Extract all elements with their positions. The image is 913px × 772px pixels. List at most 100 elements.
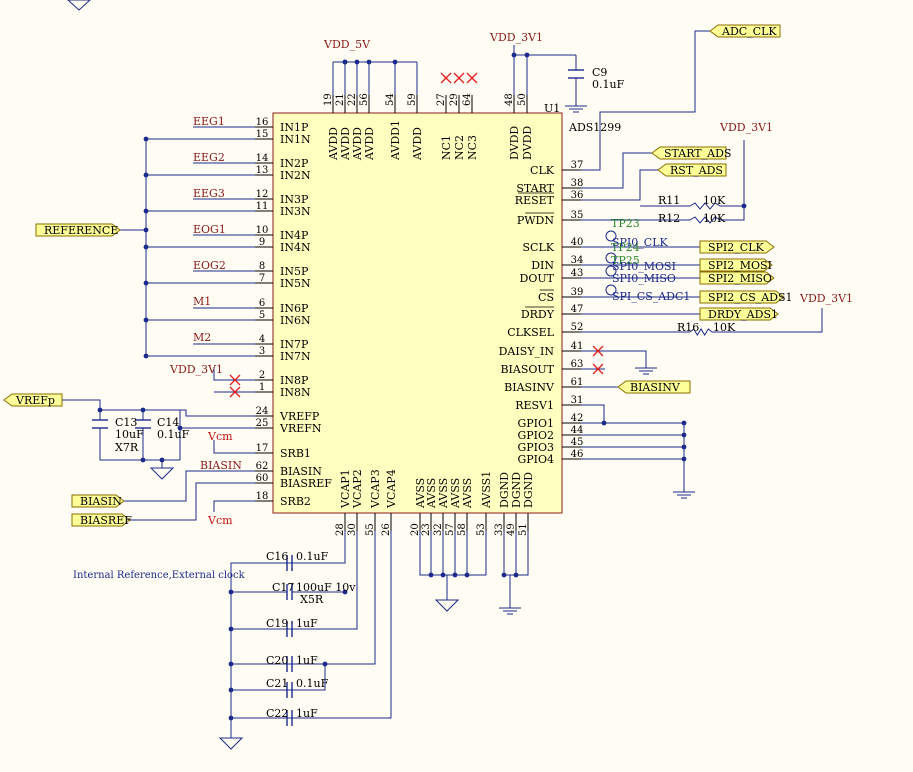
pin-name: VCAP4 xyxy=(385,469,398,509)
pin-number: 14 xyxy=(256,153,269,164)
pin-number: 63 xyxy=(571,359,584,370)
pin-name: IN3P xyxy=(280,193,309,206)
c17-ref: C17 xyxy=(272,581,294,594)
pin-number: 44 xyxy=(571,425,584,436)
pin-number: 2 xyxy=(259,370,265,381)
wire xyxy=(213,367,255,381)
wire xyxy=(419,531,467,576)
junction-dot xyxy=(601,420,607,426)
pin-name: DOUT xyxy=(520,272,555,285)
pin-name: BIASREF xyxy=(280,477,332,490)
testpoint-cs-icon xyxy=(605,284,617,296)
pin-name: IN5P xyxy=(280,265,309,278)
port-spi2-clk: SPI2_CLK xyxy=(699,240,775,254)
capacitor-c21-icon xyxy=(286,682,293,698)
junction-dot xyxy=(428,572,434,578)
pin-number: 10 xyxy=(256,225,269,236)
port-rst-ads: RST_ADS xyxy=(657,163,727,177)
pin-number: 17 xyxy=(256,443,269,454)
svg-text:ADC_CLK: ADC_CLK xyxy=(721,25,777,38)
svg-text:START_ADS: START_ADS xyxy=(664,147,731,160)
net-biasin: BIASIN xyxy=(200,459,242,472)
start-wire xyxy=(581,152,652,189)
pin-name: AVDD xyxy=(351,127,364,161)
pin-name: AVSS xyxy=(437,478,450,509)
pin-name: BIASIN xyxy=(280,465,322,478)
biasin-wire xyxy=(124,470,255,502)
pin-number: 13 xyxy=(256,165,269,176)
pin-number: 61 xyxy=(571,377,584,388)
junction-dot xyxy=(354,59,360,65)
ground-icon xyxy=(635,367,657,375)
junction-dot xyxy=(681,432,687,438)
pin-number: 20 xyxy=(410,523,421,536)
pin-number: 21 xyxy=(335,93,346,106)
pin-number: 19 xyxy=(323,93,334,106)
wires xyxy=(62,0,823,750)
junctions xyxy=(97,52,747,721)
capacitor-c20-icon xyxy=(286,656,293,672)
pin-name: AVDD xyxy=(339,127,352,161)
pin-number: 3 xyxy=(259,346,265,357)
testpoint-23-icon xyxy=(605,230,617,242)
pin-number: 49 xyxy=(506,523,517,536)
pin-number: 18 xyxy=(256,491,269,502)
testpoint-24-icon xyxy=(605,252,617,264)
junction-dot xyxy=(143,244,149,250)
tp24-label: TP24 xyxy=(611,241,640,254)
junction-dot xyxy=(681,444,687,450)
capacitor-c13-icon xyxy=(92,419,108,429)
pin-number: 37 xyxy=(571,160,584,171)
pin-name: AVDD xyxy=(363,127,376,161)
pin-name: GPIO1 xyxy=(517,417,554,430)
pin-number: 26 xyxy=(381,523,392,536)
resistor-r16-icon xyxy=(689,328,713,336)
tp-net-cs: SPI_CS_ADC1 xyxy=(612,290,690,303)
pin-number: 33 xyxy=(494,523,505,536)
c16-ref: C16 xyxy=(266,550,288,563)
junction-dot xyxy=(143,208,149,214)
wire xyxy=(720,140,745,221)
pin-name: SCLK xyxy=(523,241,555,254)
net-eog1: EOG1 xyxy=(193,223,226,236)
pin-name: IN1N xyxy=(280,133,311,146)
c19-ref: C19 xyxy=(266,617,288,630)
port-spi2-miso: SPI2_MISO xyxy=(699,271,775,285)
net-eeg1: EEG1 xyxy=(193,115,225,128)
biasref-wire xyxy=(130,482,255,521)
svg-text:SPI2_MOSI: SPI2_MOSI xyxy=(708,259,772,272)
pin-name: RESET xyxy=(515,194,555,207)
tp-net-clk: SPI0_CLK xyxy=(612,236,669,249)
port-reference: REFERENCE xyxy=(35,223,121,237)
pin-name: VCAP1 xyxy=(339,469,352,509)
c17-extra: X5R xyxy=(300,593,324,606)
pin-number: 56 xyxy=(359,93,370,106)
pin-name: AVDD xyxy=(327,127,340,161)
wire xyxy=(581,422,685,480)
note-text: Internal Reference,External clock xyxy=(73,570,246,581)
r11-value: 10K xyxy=(703,194,726,207)
pin-name: DVDD xyxy=(521,126,534,160)
pin-number: 9 xyxy=(259,237,265,248)
net-vdd5v: VDD_5V xyxy=(323,38,371,51)
port-adc-clk: ADC_CLK xyxy=(709,24,781,38)
capacitor-c16-icon xyxy=(286,555,293,571)
pin-name: NC2 xyxy=(453,135,466,160)
pin-number: 47 xyxy=(571,304,584,315)
junction-dot xyxy=(143,317,149,323)
wire xyxy=(62,399,101,410)
chip-body xyxy=(272,112,563,514)
junction-dot xyxy=(228,626,234,632)
net-m1: M1 xyxy=(193,295,211,308)
svg-text:REFERENCE: REFERENCE xyxy=(44,224,118,237)
c14-value: 0.1uF xyxy=(157,428,190,441)
pin-name: IN1P xyxy=(280,121,309,134)
c9-ref: C9 xyxy=(592,66,607,79)
pin-name: AVDD1 xyxy=(389,120,402,161)
pin-number: 62 xyxy=(256,461,269,472)
pin-name: IN5N xyxy=(280,277,311,290)
r16-value: 10K xyxy=(713,321,736,334)
pin-name: IN2N xyxy=(280,169,311,182)
svg-text:BIASIN: BIASIN xyxy=(80,495,122,508)
c21-value: 0.1uF xyxy=(296,677,329,690)
